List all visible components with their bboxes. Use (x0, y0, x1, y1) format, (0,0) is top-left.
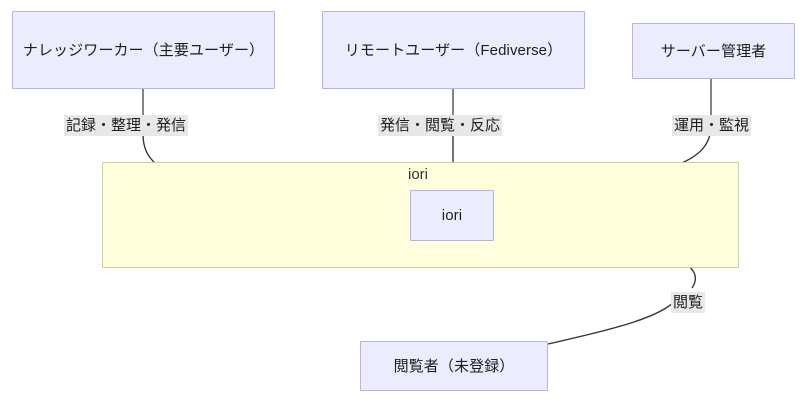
subgraph-iori-label: iori (408, 166, 429, 183)
node-knowledge-worker[interactable]: ナレッジワーカー（主要ユーザー） (12, 11, 275, 89)
node-viewer-unregistered-label: 閲覧者（未登録） (393, 357, 515, 375)
edge-label-operate-monitor: 運用・監視 (672, 115, 752, 136)
node-iori-core-label: iori (441, 207, 463, 224)
edge-label-publish-browse-react: 発信・閲覧・反応 (378, 115, 503, 136)
edge-label-record-organize-publish: 記録・整理・発信 (64, 115, 189, 136)
node-remote-user-label: リモートユーザー（Fediverse） (344, 41, 563, 59)
node-knowledge-worker-label: ナレッジワーカー（主要ユーザー） (22, 41, 265, 59)
node-server-admin[interactable]: サーバー管理者 (632, 23, 795, 79)
node-remote-user[interactable]: リモートユーザー（Fediverse） (322, 11, 585, 89)
node-server-admin-label: サーバー管理者 (660, 42, 767, 60)
node-viewer-unregistered[interactable]: 閲覧者（未登録） (360, 341, 548, 391)
node-iori-core[interactable]: iori (410, 190, 494, 241)
edge-label-browse: 閲覧 (671, 292, 706, 313)
